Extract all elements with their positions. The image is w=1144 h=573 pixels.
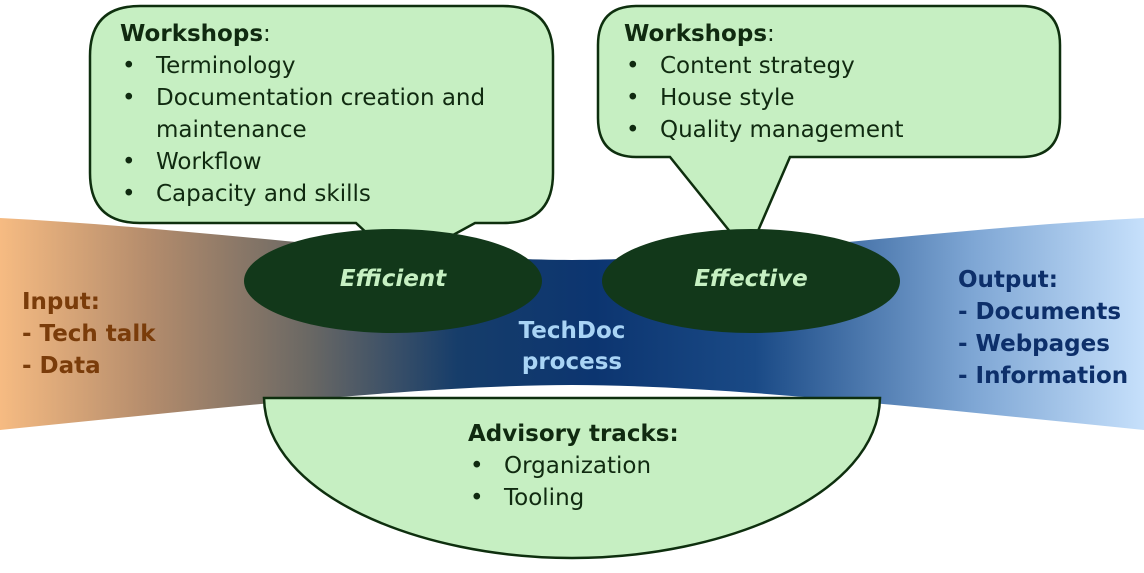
right-bubble: Workshops: Content strategy House style … <box>624 18 904 146</box>
process-label: TechDoc process <box>472 316 672 378</box>
process-label-line2: process <box>521 349 623 375</box>
list-item: Documentation creation and <box>120 82 485 114</box>
list-item: House style <box>624 82 904 114</box>
left-bubble: Workshops: Terminology Documentation cre… <box>120 18 485 210</box>
list-item: Quality management <box>624 114 904 146</box>
advisory-block: Advisory tracks: Organization Tooling <box>468 418 679 514</box>
list-item-continuation: maintenance <box>156 117 307 143</box>
list-item: Organization <box>468 450 679 482</box>
output-item: - Webpages <box>958 331 1110 357</box>
advisory-title: Advisory tracks: <box>468 421 679 447</box>
right-bubble-heading-colon: : <box>767 21 775 47</box>
sub-list-item: Workflow <box>120 146 485 178</box>
output-item: - Information <box>958 363 1129 389</box>
input-item: - Tech talk <box>22 321 156 347</box>
efficient-oval <box>244 229 542 333</box>
output-title: Output: <box>958 267 1058 293</box>
input-block: Input: - Tech talk - Data <box>22 286 156 382</box>
effective-label: Effective <box>694 266 808 292</box>
output-item: - Documents <box>958 299 1122 325</box>
list-item: Content strategy <box>624 50 904 82</box>
process-label-line1: TechDoc <box>518 318 626 344</box>
list-item: Terminology <box>120 50 485 82</box>
sub-list-item: Capacity and skills <box>120 178 485 210</box>
effective-oval <box>602 229 900 333</box>
list-item: Tooling <box>468 482 679 514</box>
efficient-label: Efficient <box>339 266 447 292</box>
left-bubble-heading-colon: : <box>263 21 271 47</box>
input-item: - Data <box>22 353 101 379</box>
right-bubble-heading: Workshops <box>624 21 768 47</box>
input-title: Input: <box>22 289 100 315</box>
output-block: Output: - Documents - Webpages - Informa… <box>958 264 1128 392</box>
left-bubble-heading: Workshops <box>120 21 264 47</box>
